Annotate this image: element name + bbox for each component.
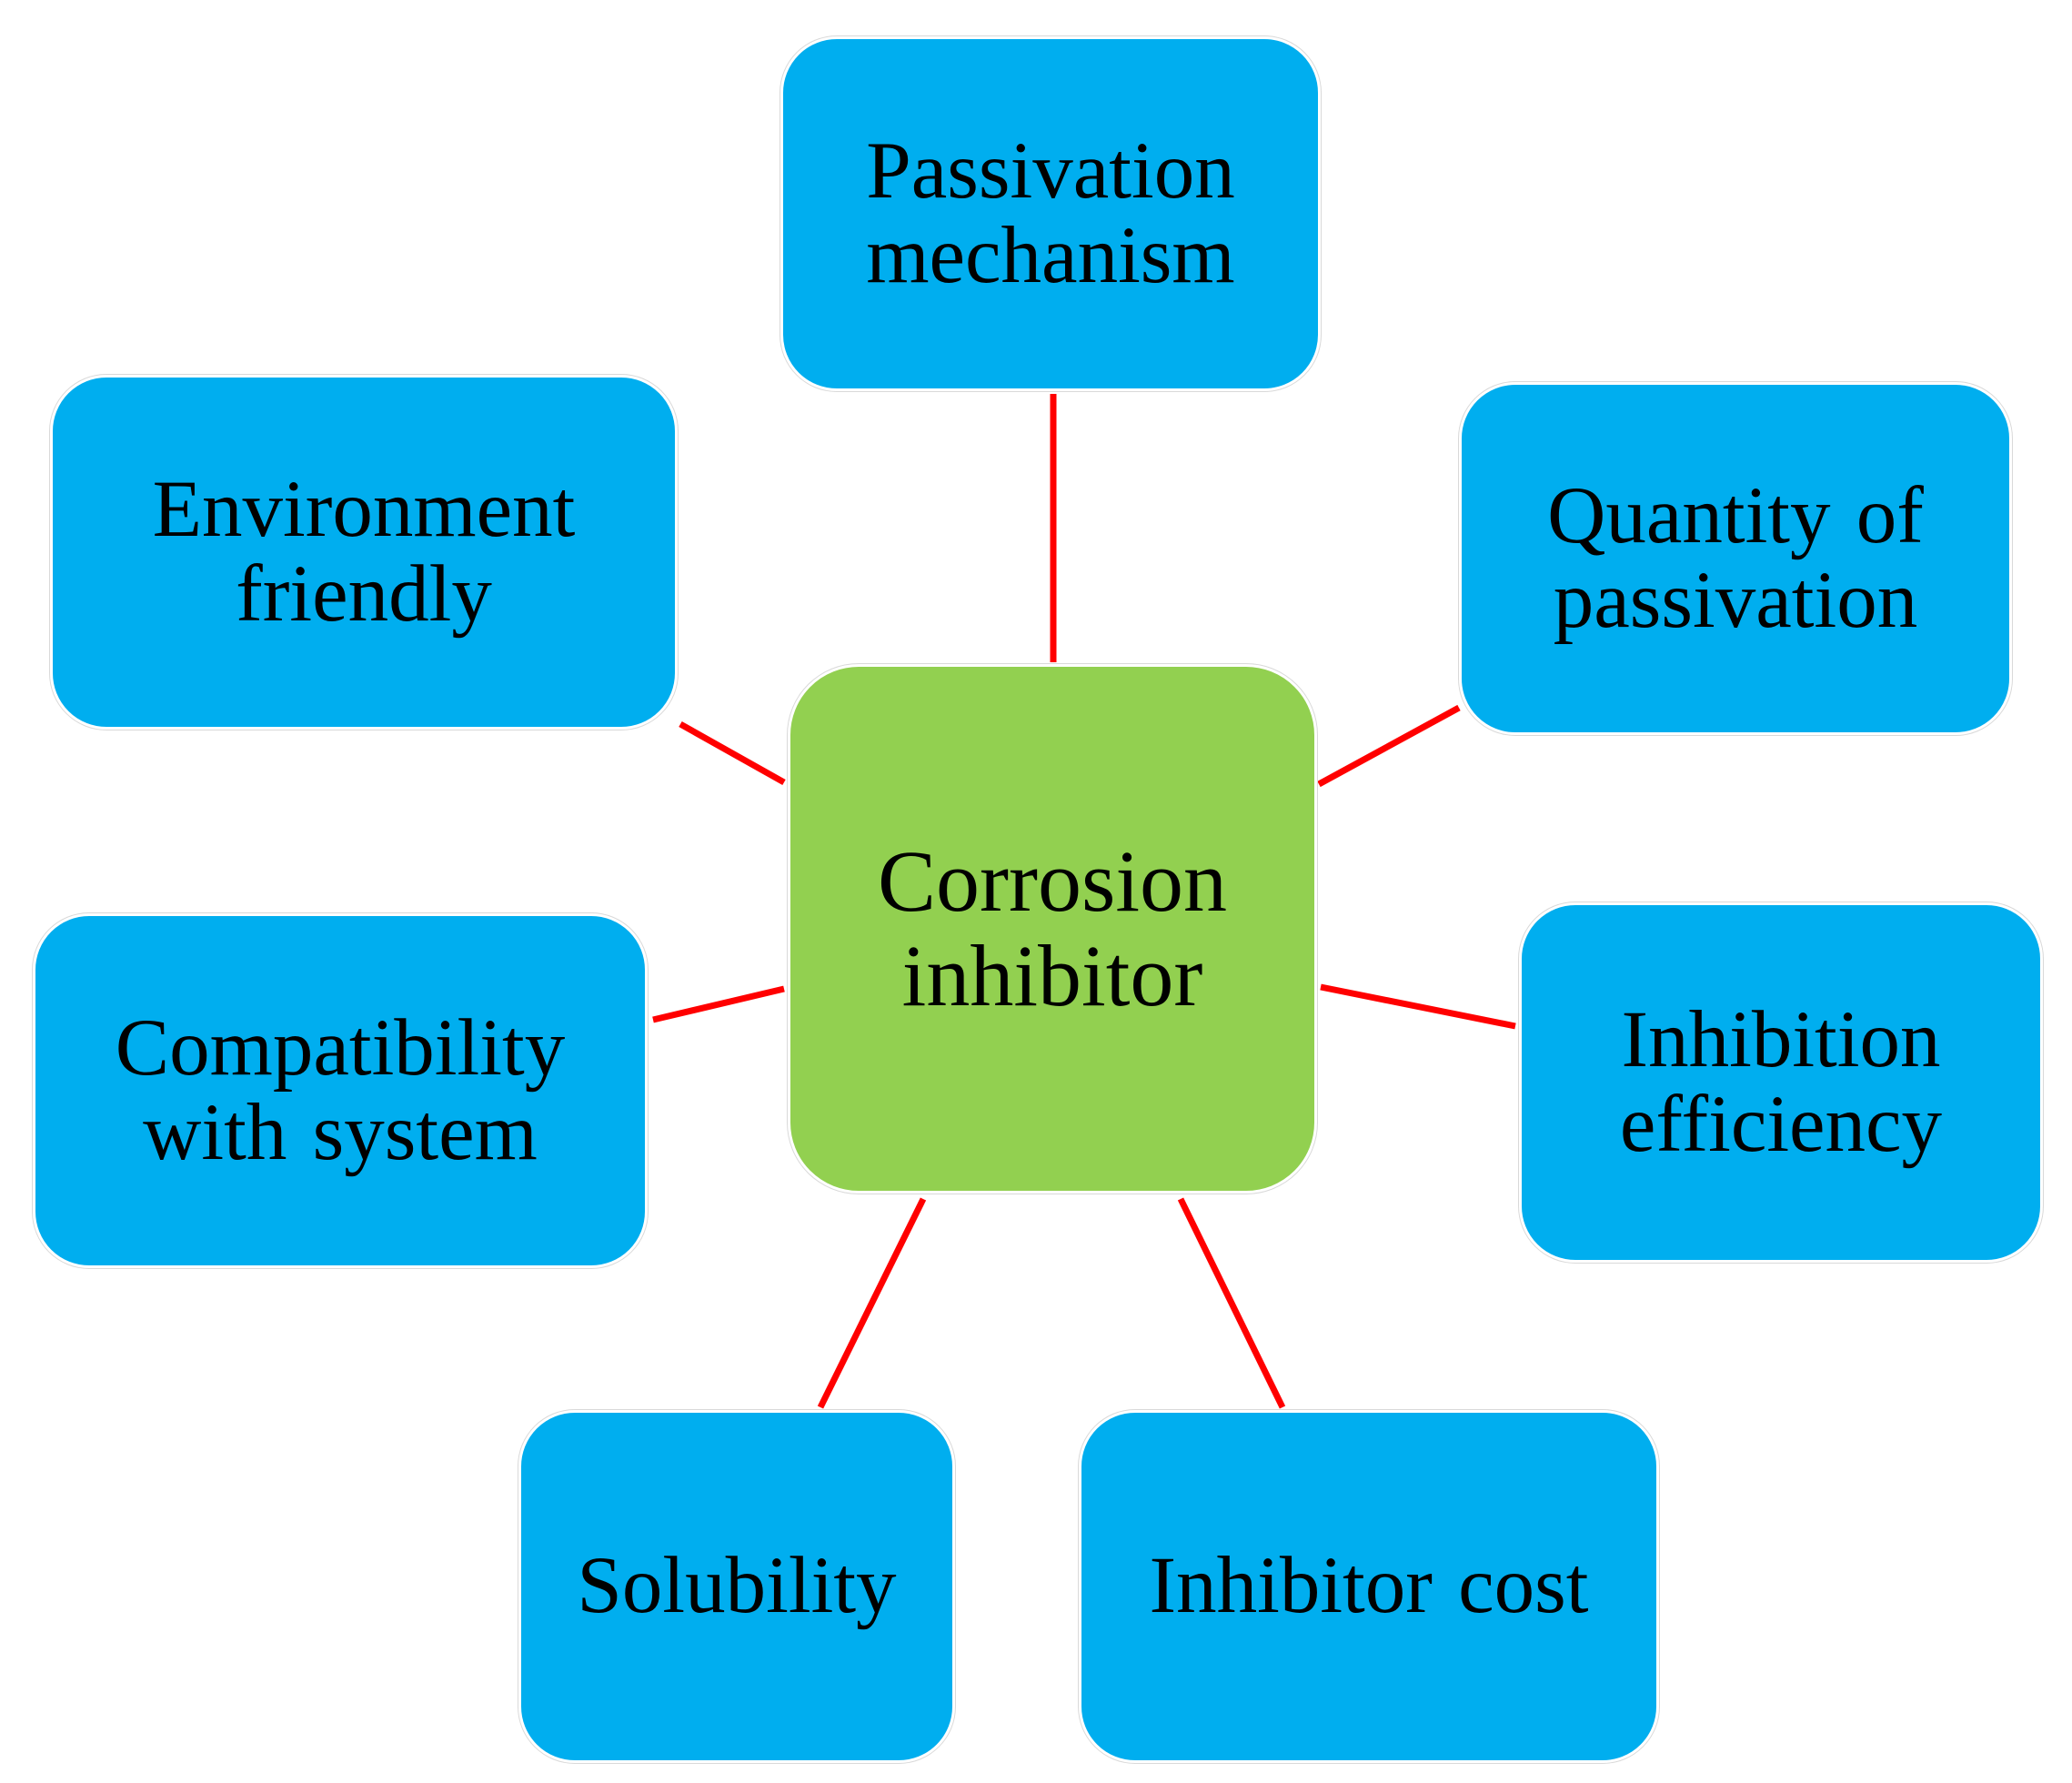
node-compatibility-with-system-label: Compatibility with system xyxy=(115,1002,566,1177)
connector-inhibitor-cost xyxy=(1177,1197,1286,1409)
connector-solubility xyxy=(817,1197,927,1409)
node-inhibition-efficiency: Inhibition efficiency xyxy=(1519,902,2043,1263)
connector-inhibition-efficiency xyxy=(1320,983,1516,1030)
node-environment-friendly-label: Environment friendly xyxy=(152,464,576,639)
node-corrosion-inhibitor-label: Corrosion inhibitor xyxy=(878,832,1227,1024)
node-compatibility-with-system: Compatibility with system xyxy=(33,913,648,1268)
node-solubility: Solubility xyxy=(518,1410,955,1763)
node-corrosion-inhibitor: Corrosion inhibitor xyxy=(788,664,1317,1194)
node-passivation-mechanism-label: Passivation mechanism xyxy=(866,126,1235,300)
node-quantity-of-passivation: Quantity of passivation xyxy=(1459,382,2012,735)
connector-environment-friendly xyxy=(679,720,786,786)
node-environment-friendly: Environment friendly xyxy=(50,375,678,730)
node-inhibition-efficiency-label: Inhibition efficiency xyxy=(1619,994,1943,1169)
connector-quantity-of-passivation xyxy=(1317,704,1461,788)
node-quantity-of-passivation-label: Quantity of passivation xyxy=(1547,470,1924,645)
connector-compatibility-with-system xyxy=(652,985,785,1023)
node-solubility-label: Solubility xyxy=(577,1541,897,1631)
node-inhibitor-cost-label: Inhibitor cost xyxy=(1149,1541,1589,1631)
node-passivation-mechanism: Passivation mechanism xyxy=(780,36,1321,391)
node-inhibitor-cost: Inhibitor cost xyxy=(1079,1410,1659,1763)
